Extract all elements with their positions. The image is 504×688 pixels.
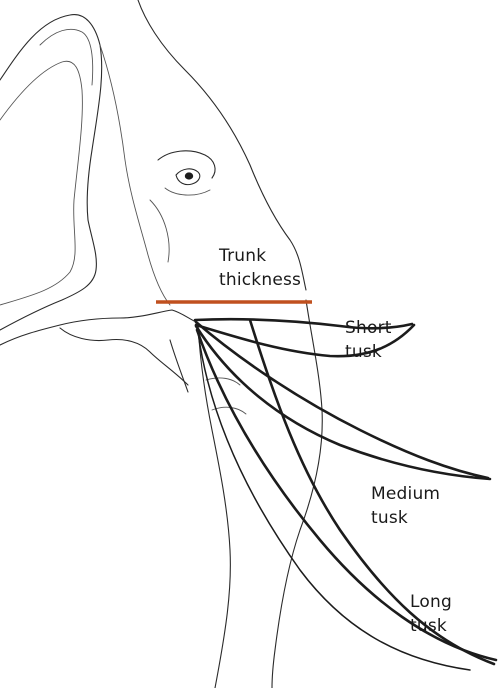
medium-tusk-upper — [196, 322, 488, 478]
short-tusk-label-line2: tusk — [345, 340, 392, 364]
eye-wrinkle — [165, 188, 210, 195]
cheek-wrinkle — [150, 200, 169, 262]
short-tusk-label-line1: Short — [345, 316, 392, 340]
trunk-left-edge — [198, 325, 230, 688]
throat-outline — [170, 340, 188, 392]
trunk-wrinkle — [206, 378, 240, 385]
long-tusk-label: Long tusk — [410, 590, 452, 638]
ear-top-fold — [40, 29, 93, 85]
long-tusk-label-line1: Long — [410, 590, 452, 614]
lip-outline — [60, 328, 188, 385]
trunk-thickness-label-line1: Trunk — [219, 244, 301, 268]
medium-tusk-label-line2: tusk — [371, 506, 440, 530]
trunk-thickness-label: Trunk thickness — [219, 244, 301, 292]
medium-tusk-lower — [196, 326, 490, 479]
trunk-thickness-label-line2: thickness — [219, 268, 301, 292]
medium-tusk-label: Medium tusk — [371, 482, 440, 530]
short-tusk-label: Short tusk — [345, 316, 392, 364]
medium-tusk-label-line1: Medium — [371, 482, 440, 506]
head-back-outline — [100, 45, 170, 305]
trunk-right-edge — [272, 300, 322, 688]
ear-inner-fold — [0, 61, 82, 305]
long-tusk-label-line2: tusk — [410, 614, 452, 638]
ear-outline — [0, 15, 102, 330]
eye-icon — [185, 172, 193, 179]
